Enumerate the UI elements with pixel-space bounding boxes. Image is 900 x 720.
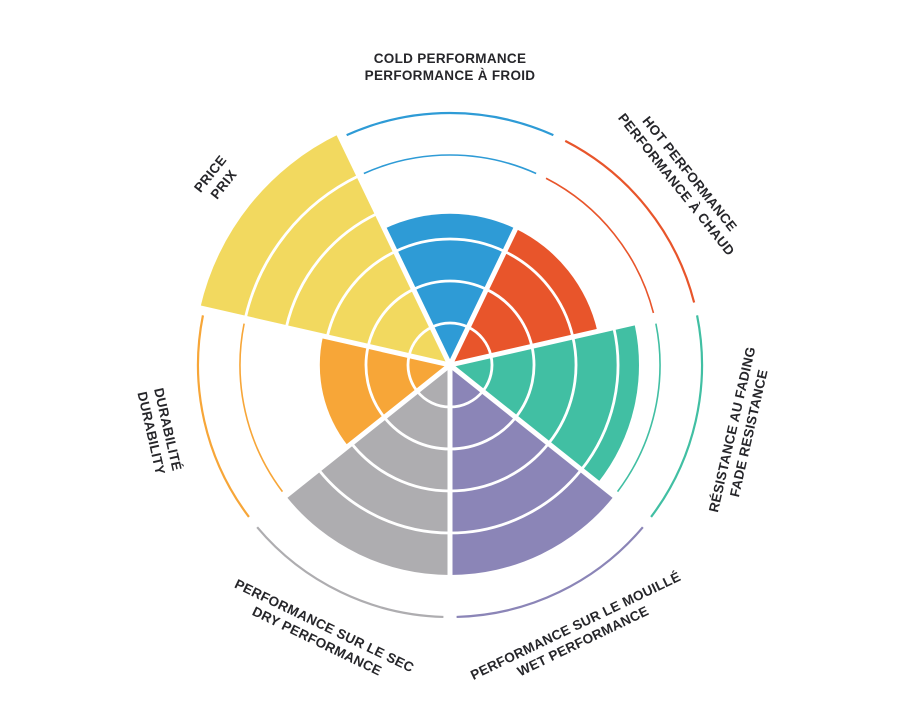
- sector-fill-fade-resistance: [450, 322, 639, 483]
- sector-gap: [188, 302, 451, 368]
- inner-ring-arc: [407, 325, 433, 357]
- outer-ring-arc: [456, 526, 644, 619]
- sector-cold-performance: [346, 111, 554, 365]
- sector-price: [200, 134, 450, 365]
- inner-ring-arc: [243, 174, 360, 319]
- inner-ring-arc: [350, 442, 451, 493]
- inner-ring-arc: [366, 288, 415, 347]
- sector-wet-performance: [449, 365, 644, 619]
- inner-ring-arc: [284, 212, 378, 328]
- inner-ring-arc: [325, 250, 396, 338]
- outer-ring-arc: [564, 139, 696, 303]
- sector-gap: [447, 122, 569, 367]
- inner-ring-arc: [412, 279, 488, 291]
- label-hot-performance: HOT PERFORMANCEPERFORMANCE À CHAUD: [615, 100, 751, 259]
- label-wet-performance: PERFORMANCE SUR LE MOUILLÉWET PERFORMANC…: [468, 569, 690, 698]
- inner-ring-arc: [416, 390, 451, 409]
- sector-gap: [449, 302, 712, 368]
- inner-ring-arc: [580, 327, 620, 471]
- outer-ring-arc: [346, 111, 554, 137]
- sector-gap: [331, 122, 453, 367]
- inner-ring-arc: [504, 250, 575, 338]
- inner-ring-arc: [394, 237, 506, 253]
- inner-ring-arc: [449, 416, 517, 451]
- outer-ring-arc: [616, 323, 661, 493]
- sector-gap: [448, 363, 662, 535]
- inner-ring-arc: [383, 416, 451, 451]
- inner-ring-arc: [449, 442, 550, 493]
- label-durability: DURABILITÉDURABILITY: [134, 386, 184, 476]
- sector-fill-dry-performance: [285, 365, 450, 575]
- sector-fill-hot-performance: [450, 228, 598, 365]
- outer-ring-arc: [363, 154, 537, 175]
- inner-ring-arc: [547, 336, 578, 445]
- sector-gap: [238, 363, 452, 535]
- label-fade-resistance: RÉSISTANCE AU FADINGFADE RESISTANCE: [706, 345, 775, 517]
- label-price: PRICEPRIX: [191, 153, 243, 206]
- inner-ring-arc: [449, 468, 583, 535]
- sector-dry-performance: [256, 365, 451, 619]
- outer-ring-arc: [256, 526, 444, 619]
- inner-ring-arc: [317, 468, 451, 535]
- label-dry-performance: PERFORMANCE SUR LE SECDRY PERFORMANCE: [225, 576, 416, 690]
- inner-ring-arc: [431, 321, 469, 329]
- inner-ring-arc: [467, 325, 493, 357]
- inner-ring-arc: [364, 345, 386, 419]
- sector-fill-cold-performance: [384, 213, 516, 365]
- inner-ring-arc: [449, 390, 484, 409]
- inner-ring-arc: [514, 345, 536, 419]
- inner-ring-arc: [485, 288, 534, 347]
- outer-ring-arc: [196, 315, 250, 518]
- inner-ring-arc: [406, 355, 419, 393]
- sector-hot-performance: [450, 139, 696, 365]
- outer-ring-arc: [650, 315, 704, 518]
- sector-durability: [196, 315, 450, 518]
- outer-ring-arc: [545, 177, 655, 314]
- sector-fill-wet-performance: [450, 365, 615, 575]
- sector-fill-durability: [319, 336, 450, 447]
- inner-ring-arc: [481, 355, 494, 393]
- sector-fade-resistance: [450, 315, 704, 518]
- outer-ring-arc: [239, 323, 284, 493]
